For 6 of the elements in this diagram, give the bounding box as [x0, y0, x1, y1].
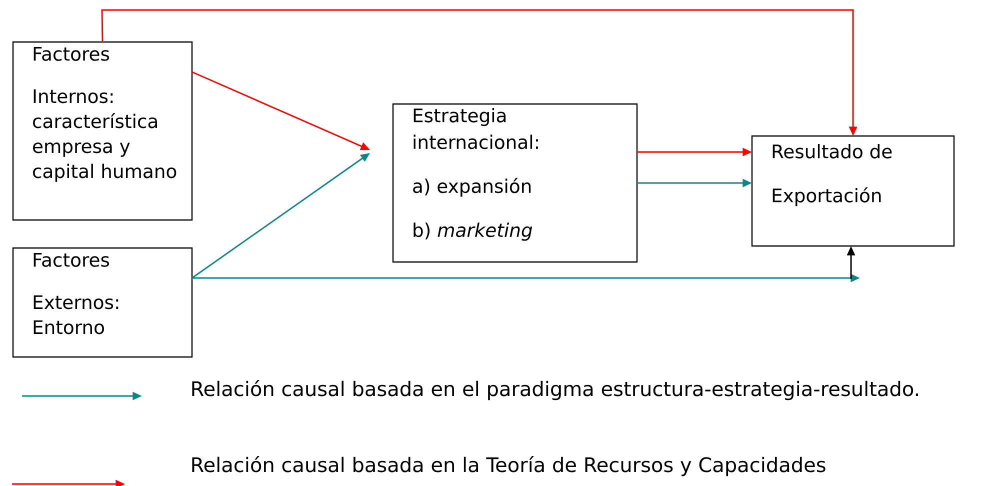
- text-box: Estrategia internacional: a) expansión b) marketing: [392, 103, 638, 263]
- legend-text: Relación causal basada en el paradigma estructura-estrategia-resultado.: [192, 380, 918, 400]
- legend-text: Relación causal basada en la Teoría de Recursos y Capacidades: [192, 456, 826, 476]
- text-box: Resultado de Exportación: [751, 135, 955, 247]
- text-box: Factores Internos: característica empresa y capital humano: [12, 41, 193, 221]
- text-box: Factores Externos: Entorno: [12, 247, 193, 358]
